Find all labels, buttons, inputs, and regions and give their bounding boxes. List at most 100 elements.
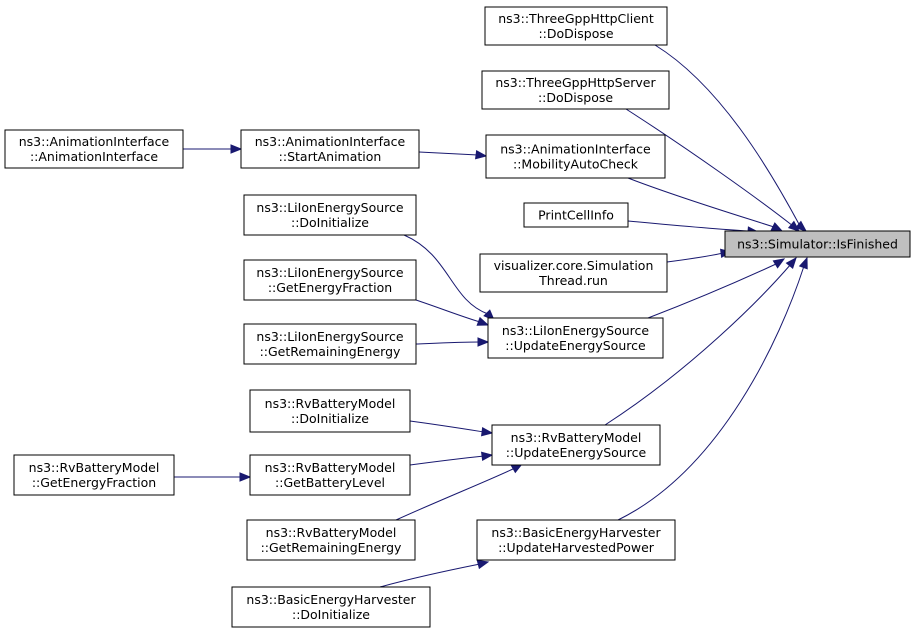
node-label-line: ::GetEnergyFraction bbox=[32, 475, 156, 490]
edge-line bbox=[625, 108, 794, 227]
node-box bbox=[246, 519, 416, 561]
node-label-line: ::UpdateHarvestedPower bbox=[498, 540, 655, 555]
arrowhead-icon bbox=[477, 337, 490, 347]
node-label-line: ::StartAnimation bbox=[279, 149, 382, 164]
arrowhead-icon bbox=[481, 451, 494, 461]
node-rvdi[interactable]: ns3::RvBatteryModel::DoInitialize bbox=[249, 389, 411, 433]
edge-behuhp-focus bbox=[617, 256, 808, 521]
node-liues[interactable]: ns3::LiIonEnergySource::UpdateEnergySour… bbox=[487, 317, 664, 359]
edge-line bbox=[415, 341, 481, 345]
edge-aiai-aisa bbox=[182, 144, 243, 154]
node-box bbox=[476, 519, 676, 561]
edge-behdi-behuhp bbox=[379, 559, 490, 588]
edge-rvgef-rvgbl bbox=[174, 472, 252, 482]
arrowhead-icon bbox=[787, 220, 801, 232]
node-label-line: ::GetEnergyFraction bbox=[268, 280, 392, 295]
node-label-line: ns3::Simulator::IsFinished bbox=[737, 237, 898, 252]
node-rvgbl[interactable]: ns3::RvBatteryModel::GetBatteryLevel bbox=[249, 454, 411, 496]
node-label-line: ::MobilityAutoCheck bbox=[513, 157, 639, 172]
edge-line bbox=[647, 263, 777, 319]
edge-line bbox=[403, 234, 489, 315]
edge-aisa-aimac bbox=[418, 150, 488, 160]
node-label-line: ::DoInitialize bbox=[291, 411, 369, 426]
node-label-line: ns3::ThreeGppHttpServer bbox=[495, 75, 656, 90]
edge-line bbox=[415, 299, 481, 323]
edge-line bbox=[654, 44, 801, 227]
node-label-line: ns3::LiIonEnergySource bbox=[502, 323, 650, 338]
node-label-line: ::DoInitialize bbox=[291, 215, 369, 230]
node-box bbox=[240, 129, 420, 169]
node-label-line: ns3::AnimationInterface bbox=[255, 134, 406, 149]
node-label-line: visualizer.core.Simulation bbox=[494, 258, 654, 273]
edge-line bbox=[627, 220, 749, 232]
edge-line bbox=[627, 177, 775, 228]
node-rvues[interactable]: ns3::RvBatteryModel::UpdateEnergySource bbox=[491, 424, 661, 466]
node-layer: ns3::Simulator::IsFinished ns3::ThreeGppH… bbox=[4, 6, 911, 628]
node-box bbox=[249, 454, 411, 496]
edge-viz-focus bbox=[666, 248, 733, 263]
node-aiai[interactable]: ns3::AnimationInterface::AnimationInterf… bbox=[4, 129, 184, 169]
focus-node[interactable]: ns3::Simulator::IsFinished bbox=[724, 230, 911, 258]
node-label-line: ::DoInitialize bbox=[292, 607, 370, 622]
node-box bbox=[523, 202, 629, 228]
node-label-line: ::GetRemainingEnergy bbox=[261, 540, 402, 555]
node-tgc[interactable]: ns3::ThreeGppHttpClient::DoDispose bbox=[484, 6, 668, 46]
edge-rvgbl-rvues bbox=[409, 451, 494, 466]
node-rvgre[interactable]: ns3::RvBatteryModel::GetRemainingEnergy bbox=[246, 519, 416, 561]
node-label-line: Thread.run bbox=[538, 273, 608, 288]
node-label-line: ns3::BasicEnergyHarvester bbox=[246, 592, 416, 607]
node-ligre[interactable]: ns3::LiIonEnergySource::GetRemainingEner… bbox=[243, 323, 417, 365]
node-box bbox=[231, 586, 431, 628]
node-label-line: ns3::RvBatteryModel bbox=[511, 430, 642, 445]
node-label-line: ns3::RvBatteryModel bbox=[266, 525, 397, 540]
node-label-line: PrintCellInfo bbox=[538, 208, 614, 223]
edge-line bbox=[418, 151, 479, 156]
node-label-line: ::DoDispose bbox=[538, 26, 613, 41]
node-label-line: ::GetRemainingEnergy bbox=[260, 344, 401, 359]
edge-line bbox=[395, 467, 516, 521]
node-box bbox=[724, 230, 911, 258]
node-aimac[interactable]: ns3::AnimationInterface::MobilityAutoChe… bbox=[485, 134, 666, 179]
node-box bbox=[481, 70, 670, 110]
node-box bbox=[487, 317, 664, 359]
edge-line bbox=[409, 420, 485, 433]
node-box bbox=[243, 259, 417, 301]
node-behdi[interactable]: ns3::BasicEnergyHarvester::DoInitialize bbox=[231, 586, 431, 628]
arrowhead-icon bbox=[476, 316, 490, 326]
node-label-line: ns3::LiIonEnergySource bbox=[256, 329, 404, 344]
arrowhead-icon bbox=[794, 220, 808, 232]
edge-tgc-focus bbox=[654, 44, 808, 232]
edge-line bbox=[409, 455, 485, 466]
node-tgs[interactable]: ns3::ThreeGppHttpServer::DoDispose bbox=[481, 70, 670, 110]
edge-line bbox=[666, 252, 724, 263]
edge-ligef-liues bbox=[415, 299, 490, 326]
node-label-line: ::DoDispose bbox=[538, 90, 613, 105]
node-aisa[interactable]: ns3::AnimationInterface::StartAnimation bbox=[240, 129, 420, 169]
arrowhead-icon bbox=[476, 559, 490, 570]
arrowhead-icon bbox=[230, 144, 243, 154]
arrowhead-icon bbox=[770, 222, 784, 232]
node-label-line: ::GetBatteryLevel bbox=[275, 475, 385, 490]
node-label-line: ::UpdateEnergySource bbox=[505, 338, 646, 353]
node-box bbox=[249, 389, 411, 433]
node-behuhp[interactable]: ns3::BasicEnergyHarvester::UpdateHarvest… bbox=[476, 519, 676, 561]
node-pci[interactable]: PrintCellInfo bbox=[523, 202, 629, 228]
node-label-line: ::AnimationInterface bbox=[30, 149, 158, 164]
edge-line bbox=[617, 265, 805, 521]
node-lidi[interactable]: ns3::LiIonEnergySource::DoInitialize bbox=[243, 194, 417, 236]
node-box bbox=[13, 454, 175, 496]
arrowhead-icon bbox=[785, 256, 797, 270]
edge-liues-focus bbox=[647, 258, 786, 319]
node-label-line: ns3::BasicEnergyHarvester bbox=[491, 525, 661, 540]
node-rvgef[interactable]: ns3::RvBatteryModel::GetEnergyFraction bbox=[13, 454, 175, 496]
node-box bbox=[243, 194, 417, 236]
node-label-line: ns3::ThreeGppHttpClient bbox=[498, 11, 654, 26]
node-label-line: ns3::RvBatteryModel bbox=[265, 396, 396, 411]
node-ligef[interactable]: ns3::LiIonEnergySource::GetEnergyFractio… bbox=[243, 259, 417, 301]
arrowhead-icon bbox=[239, 472, 252, 482]
arrowhead-icon bbox=[481, 427, 494, 437]
node-box bbox=[491, 424, 661, 466]
node-label-line: ns3::LiIonEnergySource bbox=[256, 200, 404, 215]
